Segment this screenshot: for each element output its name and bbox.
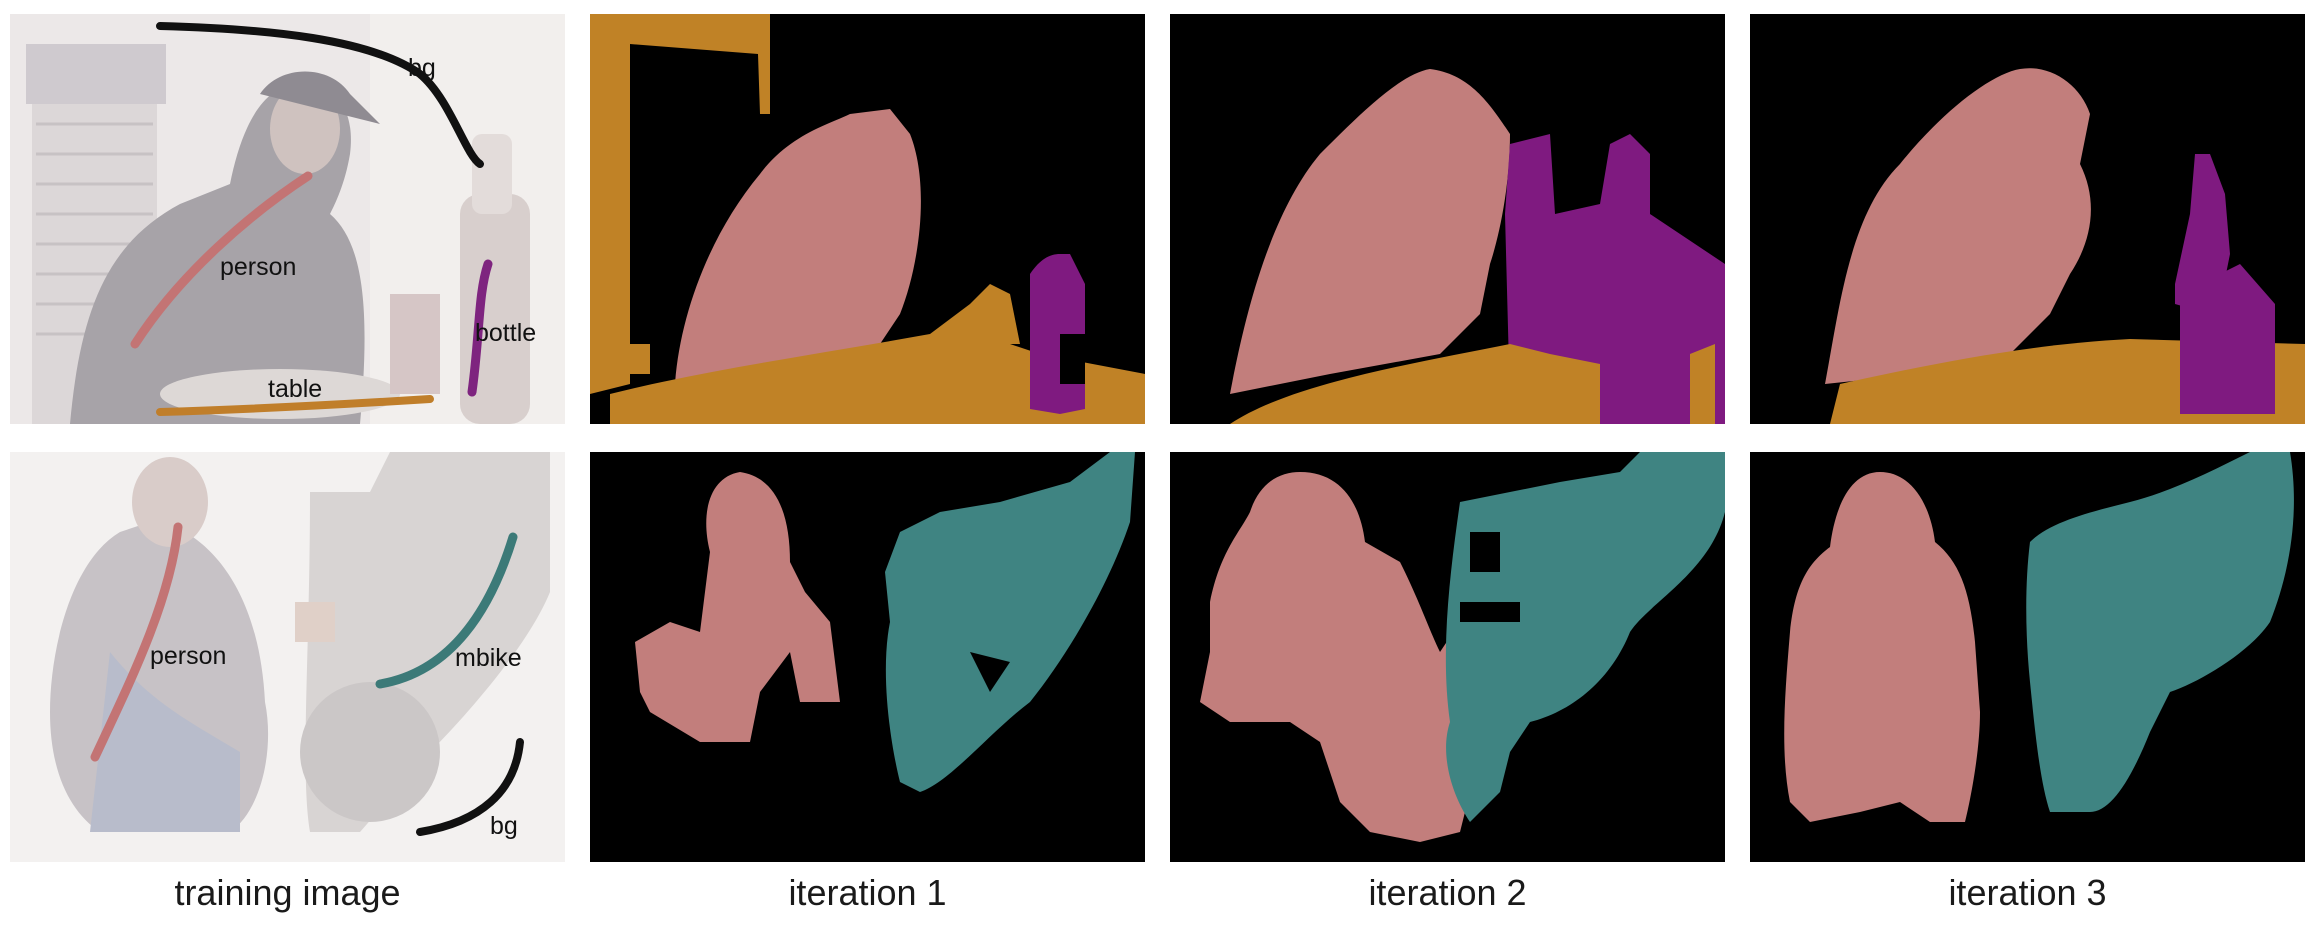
scribble-label-mbike: mbike xyxy=(455,644,522,672)
segmentation-iteration-3-row-1 xyxy=(1750,14,2305,424)
segmentation-iteration-1-row-2 xyxy=(590,452,1145,862)
caption-iteration-3: iteration 3 xyxy=(1948,872,2107,913)
segmentation-iteration-2-row-1 xyxy=(1170,14,1725,424)
caption-iteration-1: iteration 1 xyxy=(788,872,947,913)
segmentation-iteration-1-row-1 xyxy=(590,14,1145,424)
segmentation-iteration-3-row-2 xyxy=(1750,452,2305,862)
caption-training-image: training image xyxy=(174,872,401,913)
caption-iteration-2: iteration 2 xyxy=(1368,872,1527,913)
scribble-label-bg: bg xyxy=(408,54,436,82)
scribble-label-table: table xyxy=(268,375,322,403)
scribble-label-person: person xyxy=(220,253,296,281)
training-image-1: bg person bottle table xyxy=(10,14,565,424)
scribble-label-bg-2: bg xyxy=(490,812,518,840)
training-image-2: person mbike bg xyxy=(10,452,565,862)
segmentation-iteration-2-row-2 xyxy=(1170,452,1725,862)
scribble-label-bottle: bottle xyxy=(475,319,536,347)
scribble-label-person-2: person xyxy=(150,642,226,670)
